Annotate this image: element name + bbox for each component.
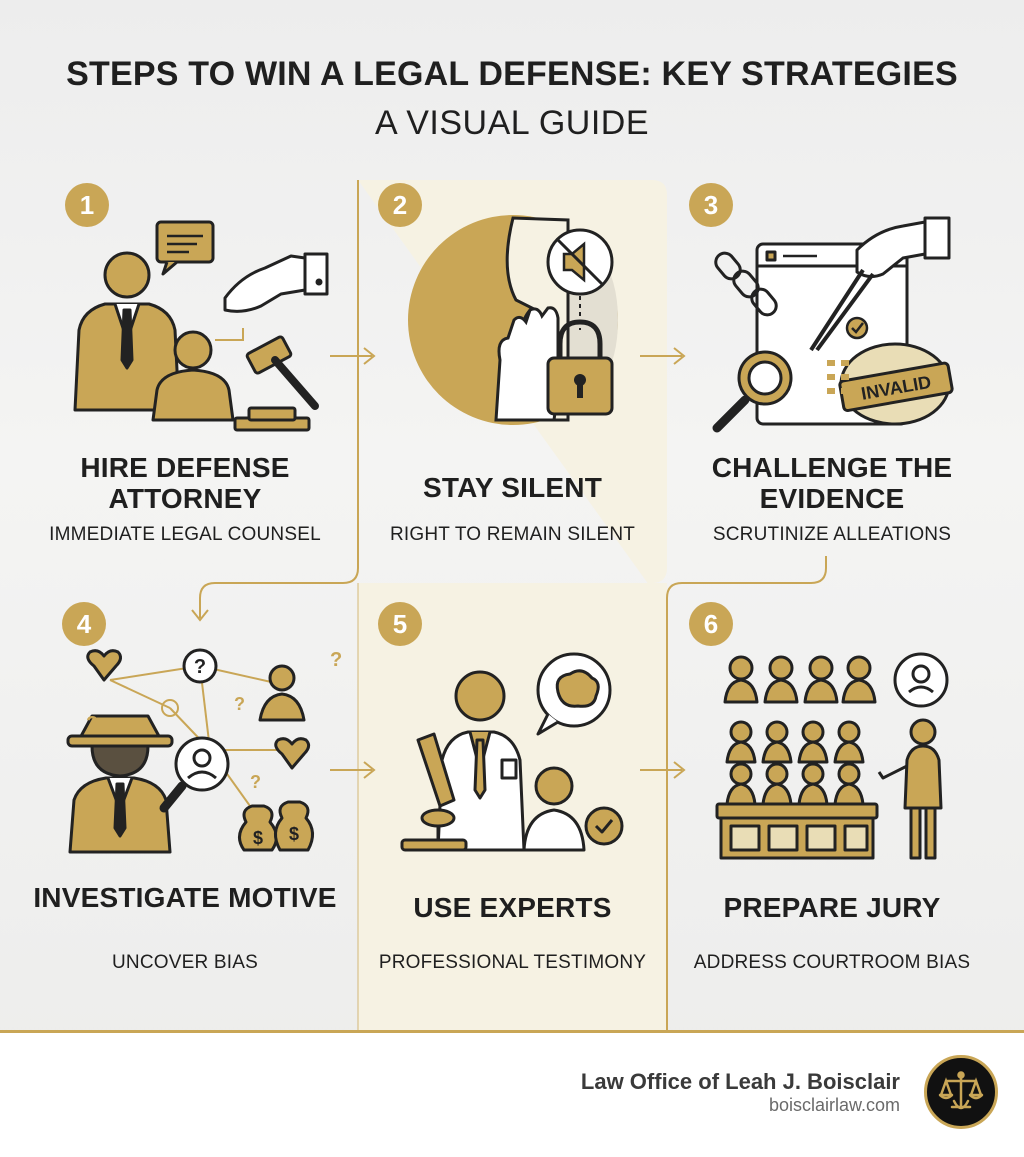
scales-of-justice-icon [924,1055,998,1129]
step-subtitle: RIGHT TO REMAIN SILENT [389,524,636,545]
step-subtitle: UNCOVER BIAS [112,952,258,973]
firm-name: Law Office of Leah J. Boisclair [580,1069,900,1094]
money-sign-text: $ [253,828,263,848]
use-experts-illustration [400,652,624,852]
panel-outline [199,180,359,618]
question-mark-text: ? [86,713,98,735]
step-card-5: 5 [358,600,667,1020]
step-card-6: 6 [667,600,997,1020]
step-title: CHALLENGE THE EVIDENCE [711,452,953,514]
question-mark-text: ? [250,772,261,792]
step-subtitle: PROFESSIONAL TESTIMONY [378,952,647,973]
firm-website[interactable]: boisclairlaw.com [768,1095,900,1115]
step-subtitle: SCRUTINIZE ALLEATIONS [712,524,952,545]
prepare-jury-illustration [715,652,949,860]
step-title: HIRE DEFENSE ATTORNEY [80,452,290,514]
steps-grid: 1 [20,180,997,1030]
step-title: STAY SILENT [422,472,603,503]
connector-3-6 [666,556,827,1030]
question-mark-text: ? [330,649,342,671]
money-sign-text: $ [289,824,299,844]
question-mark-text: ? [194,656,206,678]
step-title: USE EXPERTS [413,892,612,923]
step-card-2: 2 STAY SILENT RIGHT TO REMAIN SILENT [358,180,667,600]
step-number-badge: 4 [62,602,106,646]
step-subtitle: ADDRESS COURTROOM BIAS [693,952,971,973]
step-number-badge: 3 [689,183,733,227]
page-subtitle: A VISUAL GUIDE [374,104,650,142]
attorney-client-illustration [73,220,329,432]
step-title: INVESTIGATE MOTIVE [33,882,337,913]
step-number-badge: 1 [65,183,109,227]
step-card-1: 1 [20,180,350,600]
investigate-motive-illustration: ? $ $ ? ? ? ? [66,648,342,854]
footer: Law Office of Leah J. Boisclair boisclai… [0,1030,1024,1157]
step-number-badge: 2 [378,183,422,227]
step-number-badge: 5 [378,602,422,646]
step-card-3: 3 [667,180,997,600]
step-subtitle: IMMEDIATE LEGAL COUNSEL [49,524,321,545]
challenge-evidence-illustration: INVALID [712,216,954,433]
step-card-4: 4 [20,600,350,1020]
step-number-badge: 6 [689,602,733,646]
stay-silent-illustration [408,215,618,425]
question-mark-text: ? [234,694,245,714]
step-title: PREPARE JURY [723,892,941,923]
page-title: STEPS TO WIN A LEGAL DEFENSE: KEY STRATE… [66,55,958,93]
